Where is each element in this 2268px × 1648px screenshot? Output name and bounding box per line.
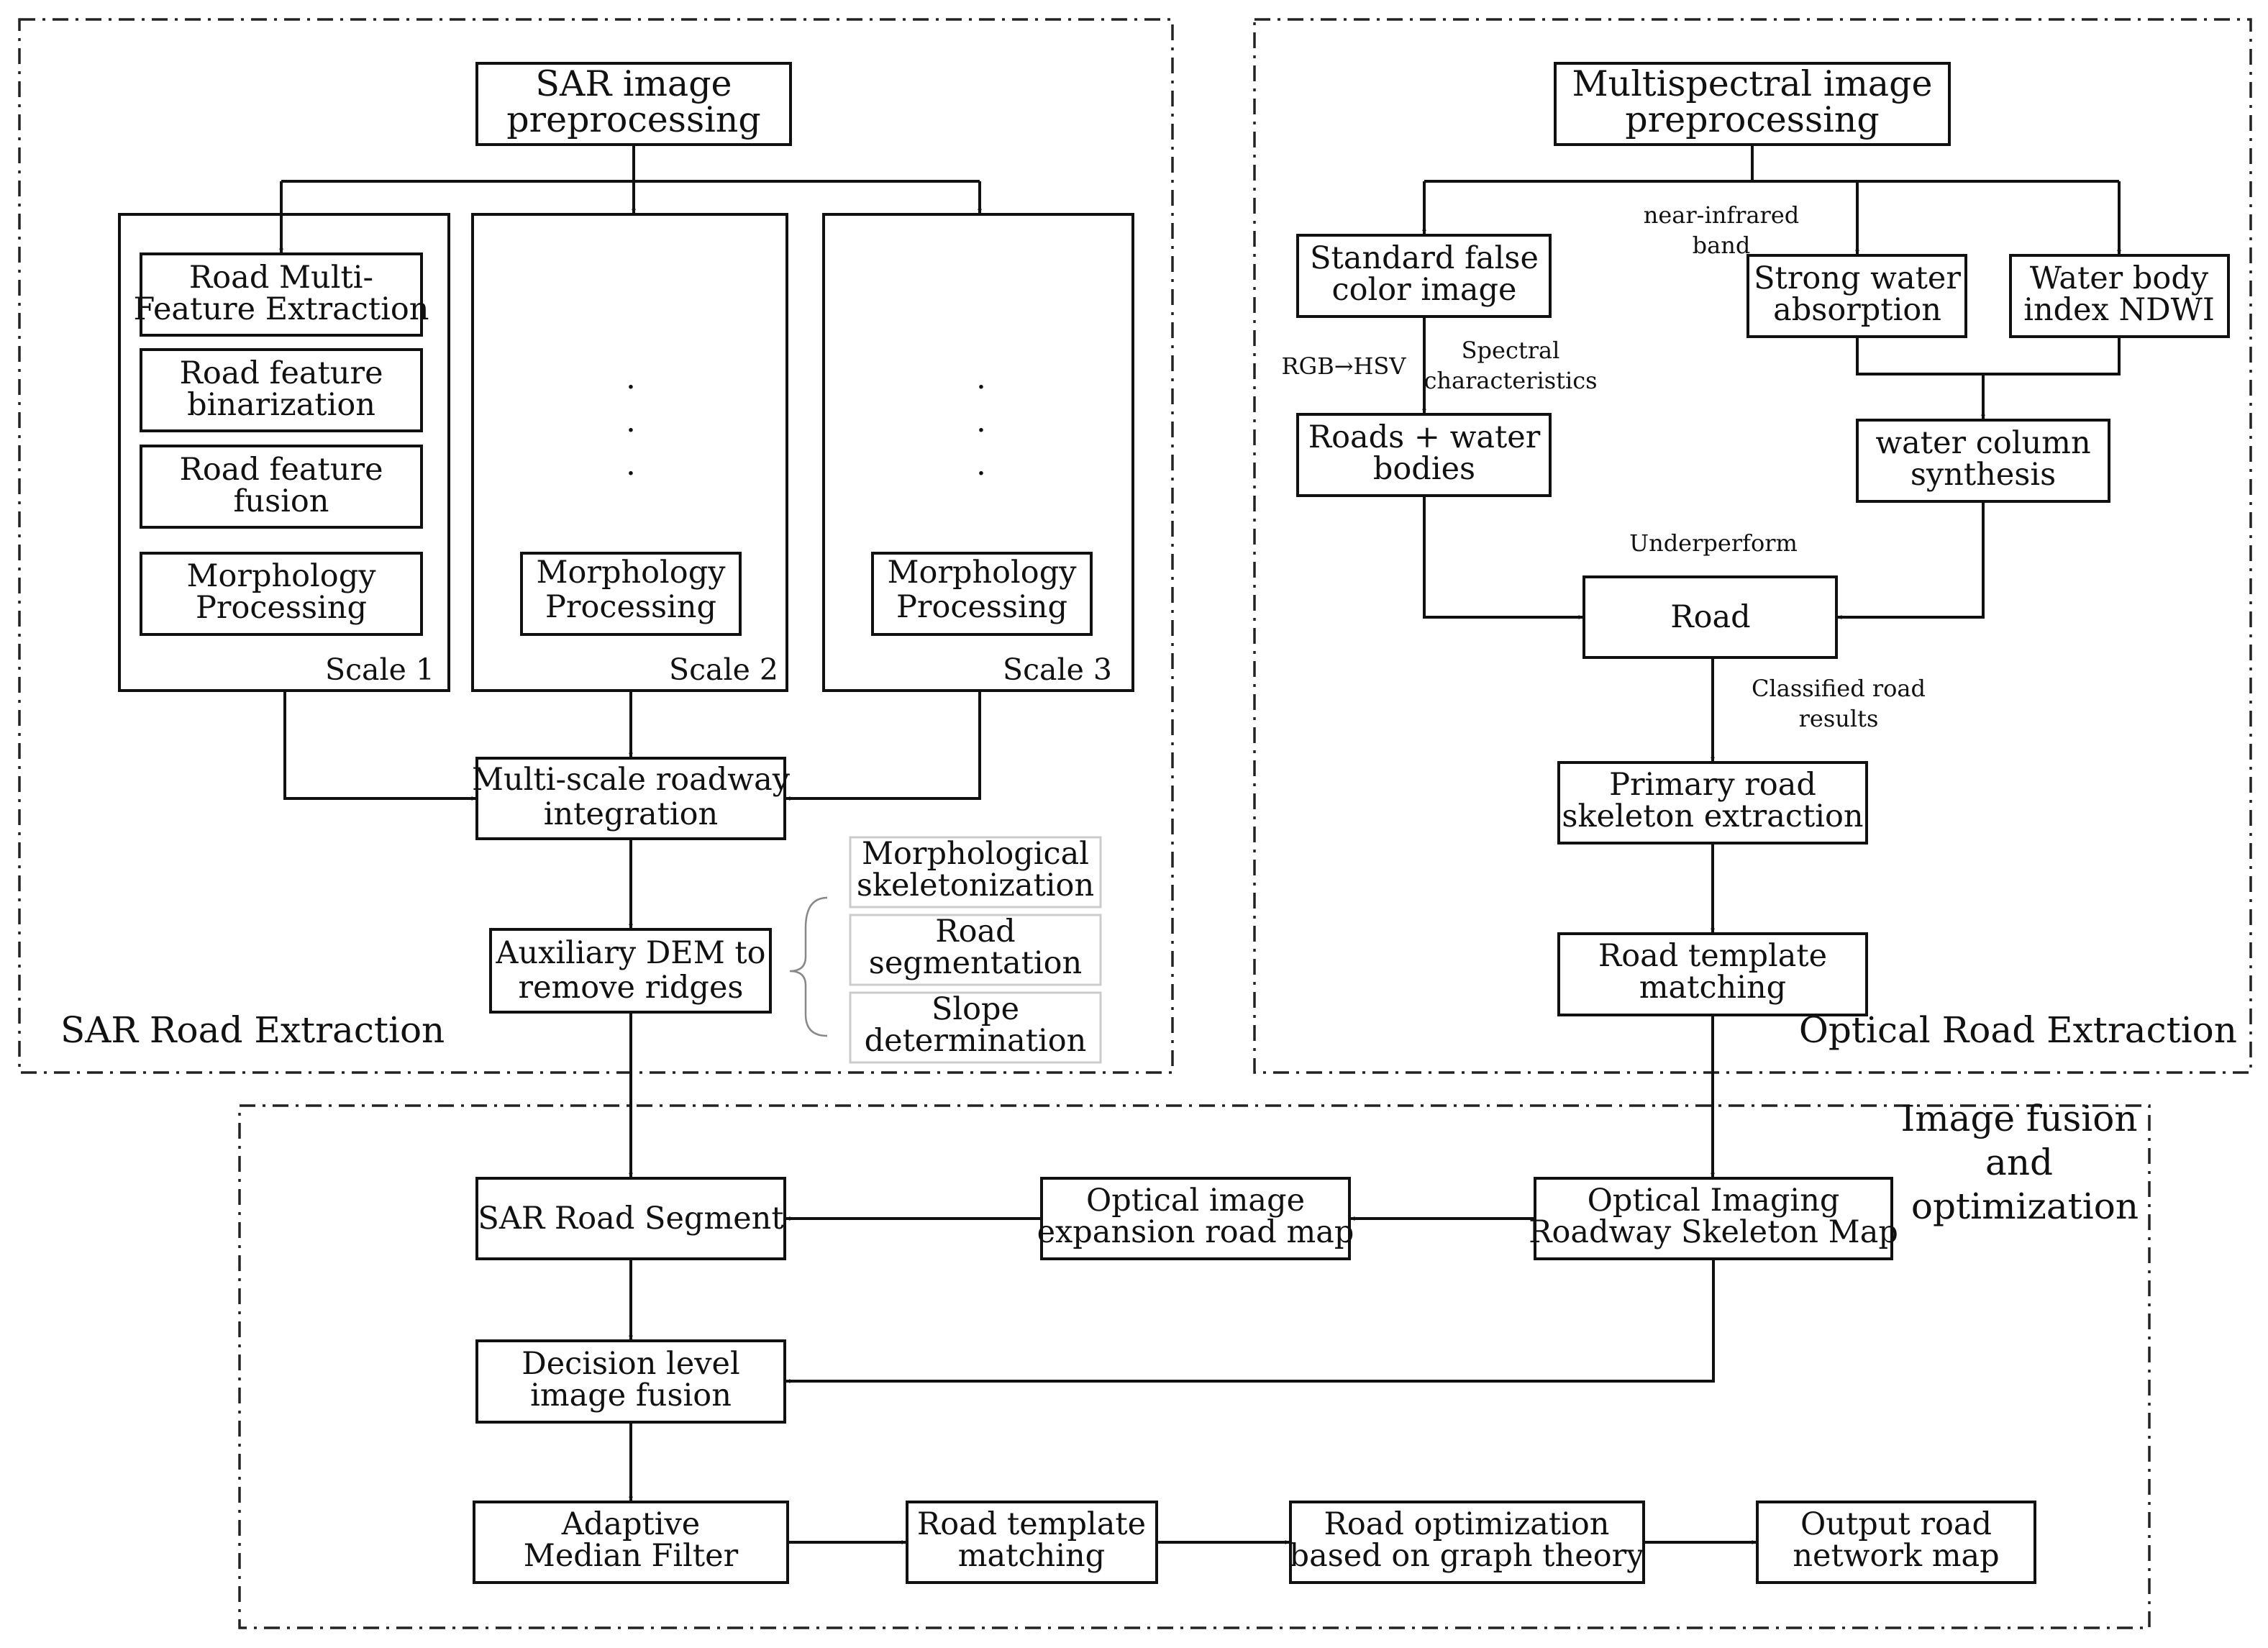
dem-steps-brace [789, 896, 828, 1037]
svg-text:.: . [626, 404, 636, 440]
label-underperform: Underperform [1629, 529, 1798, 557]
svg-text:.: . [976, 360, 986, 396]
scale-2-ellipsis: . . . [626, 360, 636, 483]
svg-text:.: . [626, 360, 636, 396]
sar-road-segment-box: SAR Road Segment [475, 1177, 786, 1260]
line-water-join [1856, 337, 2121, 375]
road-multi-feature-extraction-box: Road Multi-Feature Extraction [133, 252, 429, 337]
scale-3-label: Scale 3 [1003, 652, 1112, 687]
svg-text:.: . [976, 447, 986, 483]
arrow-scale3-to-integration [785, 691, 981, 801]
svg-text:SAR Road Segment: SAR Road Segment [478, 1201, 783, 1237]
svg-text:Road Multi-Feature Extraction: Road Multi-Feature Extraction [133, 260, 429, 327]
road-box: Road [1582, 575, 1838, 659]
svg-text:.: . [626, 447, 636, 483]
arrow-scale1-to-integration [283, 691, 476, 801]
arrow-roads-water-to-road [1423, 496, 1583, 619]
arrow-synthesis-to-road [1837, 501, 1985, 619]
svg-text:Road: Road [1670, 599, 1750, 635]
scale-2-label: Scale 2 [669, 652, 778, 687]
scale-1-label: Scale 1 [325, 652, 434, 687]
optical-region-border [1253, 18, 2252, 1074]
scale-3-ellipsis: . . . [976, 360, 986, 483]
svg-text:.: . [976, 404, 986, 440]
optical-region-title: Optical Road Extraction [1799, 1009, 2237, 1051]
arrow-optical-skeleton-to-decision [785, 1259, 1715, 1383]
label-rgb-hsv: RGB→HSV [1282, 352, 1407, 380]
fusion-region-title: Image fusion and optimization [1900, 1098, 2149, 1227]
fusion-region-border [238, 1104, 2151, 1629]
sar-region-title: SAR Road Extraction [60, 1009, 445, 1051]
sar-region-border [18, 18, 1174, 1074]
